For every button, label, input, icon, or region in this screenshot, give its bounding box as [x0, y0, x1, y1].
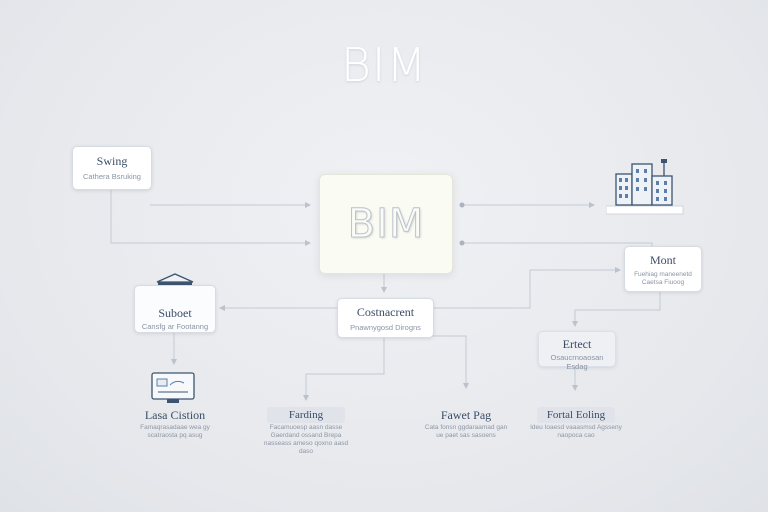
node-late-clauiton-subtitle: Famaqrasadaae wea gy scatraosta pq asug: [140, 424, 210, 439]
node-swing-title: Swing: [96, 154, 128, 168]
node-mont-subtitle: Fuehiag maneenetd Caetsa Fiuoog: [634, 271, 692, 286]
node-fortal-eoling[interactable]: Fortal Eoling: [530, 405, 622, 423]
node-construction-subtitle: Pnawnygosd Dirogns: [350, 323, 421, 332]
node-fortal-eoling-subtitle: Ideu Ioaesd vaaasmsd Agsseny naopoca cao: [530, 424, 622, 439]
node-swing[interactable]: Swing Cathera Bsruking: [72, 146, 152, 190]
diagram-title: BIM: [340, 38, 428, 92]
node-erect-title: Ertect: [562, 337, 592, 351]
center-label: BIM: [347, 201, 425, 248]
node-erect-subtitle: Osaucrnoaosan Esdag: [550, 353, 604, 371]
node-farding-subtitle: Facamuoesp aasn dasse Gaerdand ossand Br…: [263, 424, 349, 455]
node-erect[interactable]: Ertect Osaucrnoaosan Esdag: [538, 331, 616, 371]
node-subset[interactable]: Suboet Cansfg ar Footanng: [134, 285, 216, 333]
node-fawet-pag-subtitle: Cata fonsn ggdaraamad gan ue paet sas sa…: [424, 424, 508, 439]
node-farding-title: Farding: [267, 407, 345, 423]
node-subset-subtitle: Cansfg ar Footanng: [141, 322, 209, 331]
node-construction-title: Costnacrent: [356, 305, 415, 319]
node-fortal-eoling-title: Fortal Eoling: [536, 407, 616, 423]
monitor-icon: [150, 371, 196, 405]
node-subset-title: Suboet: [158, 306, 192, 320]
node-construction[interactable]: Costnacrent Pnawnygosd Dirogns: [337, 298, 434, 338]
building-icon: [605, 158, 684, 216]
node-farding[interactable]: Farding: [266, 405, 346, 423]
node-late-clauiton-title: Lasa Cistion: [144, 408, 206, 422]
node-mont[interactable]: Mont Fuehiag maneenetd Caetsa Fiuoog: [624, 246, 702, 292]
center-node[interactable]: BIM: [319, 174, 453, 274]
node-mont-title: Mont: [649, 253, 676, 267]
node-fawet-pag-title: Fawet Pag: [440, 408, 492, 422]
node-swing-subtitle: Cathera Bsruking: [83, 172, 141, 181]
